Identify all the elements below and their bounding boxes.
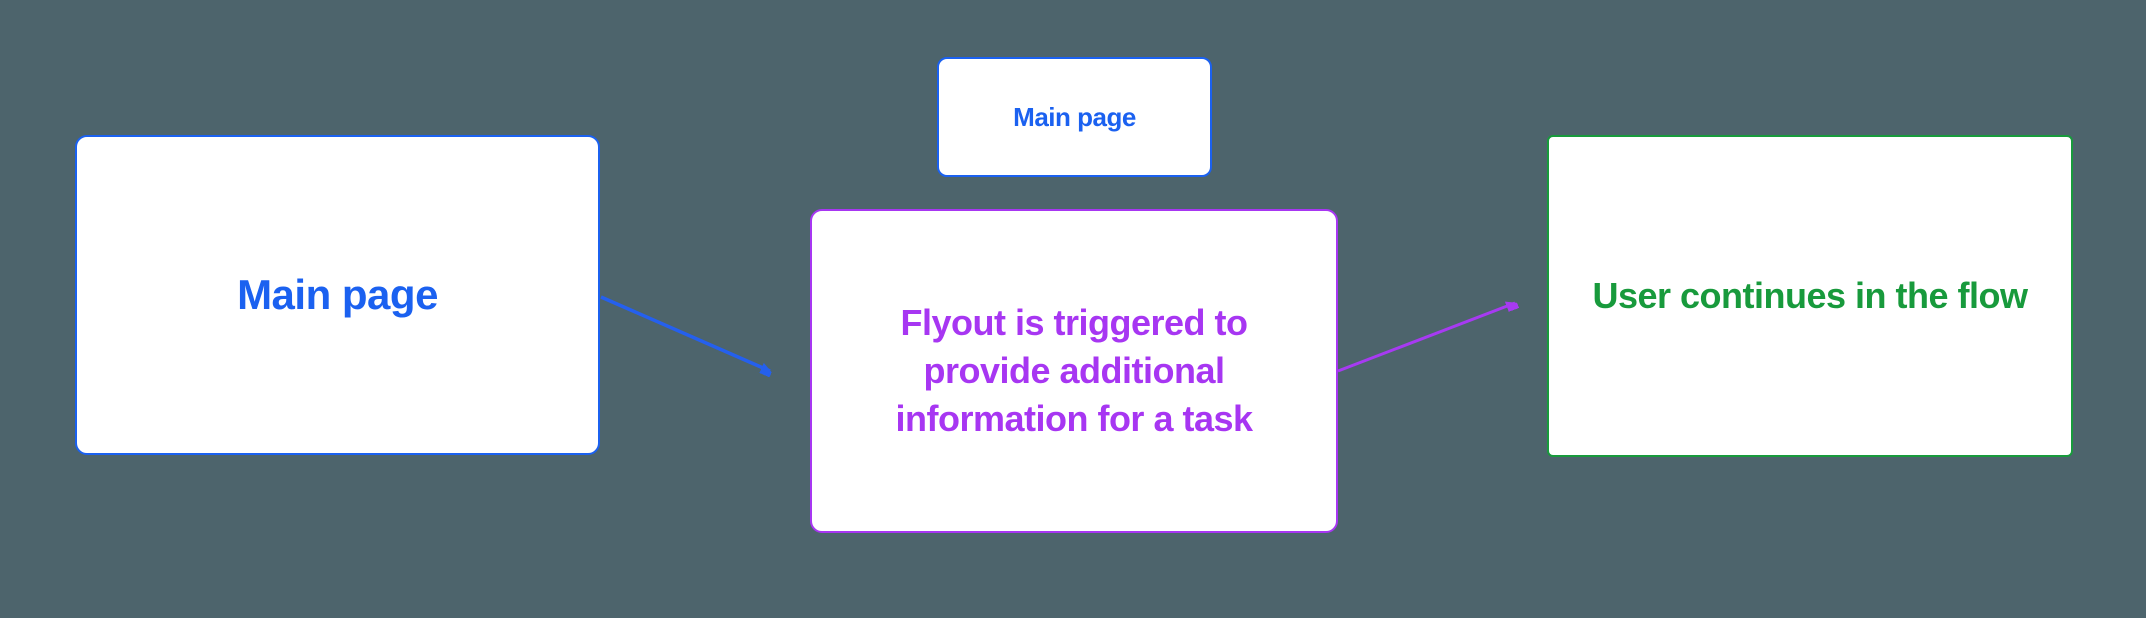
node-flyout-triggered[interactable]: Flyout is triggered to provide additiona… (810, 209, 1338, 533)
node-main-page[interactable]: Main page (75, 135, 600, 455)
node-main-page-small-label: Main page (1013, 101, 1136, 132)
node-user-continues-label: User continues in the flow (1592, 275, 2028, 316)
node-main-page-label: Main page (237, 271, 438, 318)
node-user-continues[interactable]: User continues in the flow (1547, 135, 2073, 457)
node-main-page-small[interactable]: Main page (937, 57, 1212, 177)
connector-flyout-to-usercontinues[interactable] (1337, 303, 1515, 373)
connector-mainpage-to-flyout[interactable] (600, 295, 770, 371)
node-flyout-triggered-label: Flyout is triggered to provide additiona… (895, 302, 1253, 439)
